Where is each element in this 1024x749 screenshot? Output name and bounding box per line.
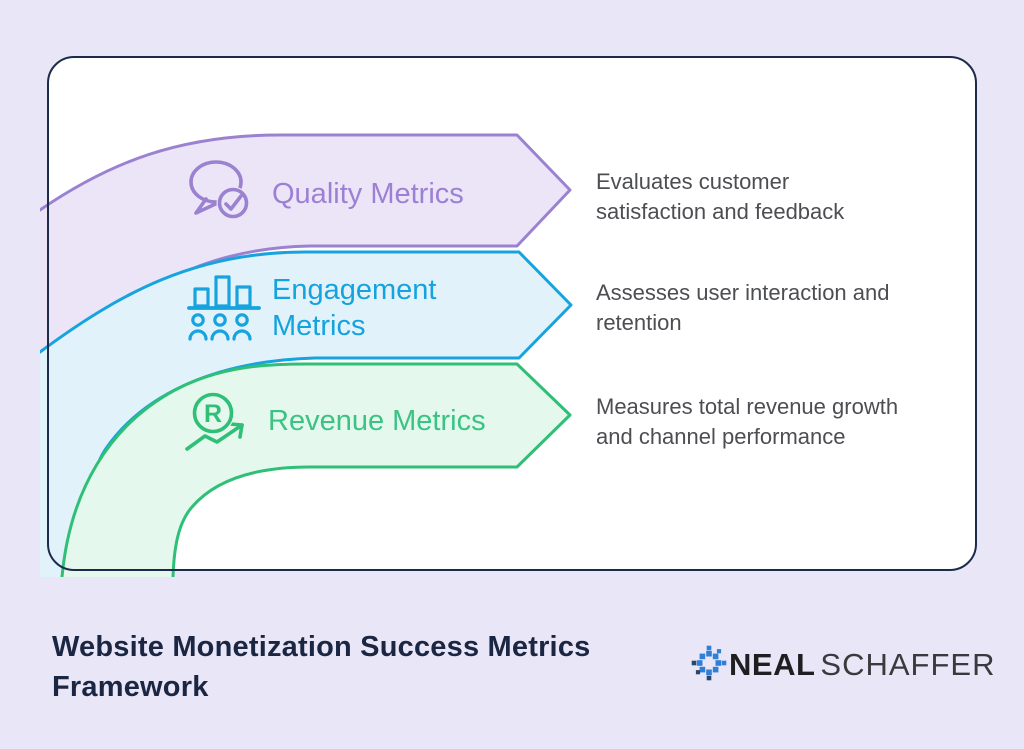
revenue-band-label: Revenue Metrics (268, 405, 486, 437)
quality-band-description: Evaluates customer satisfaction and feed… (596, 169, 845, 224)
logo-text-bold: NEAL (729, 647, 816, 682)
pixel-ring-icon (691, 645, 727, 681)
revenue-band (62, 364, 570, 577)
bar-chart-people-icon (187, 275, 261, 341)
card-border (47, 56, 977, 571)
revenue-icon-letter: R (204, 400, 222, 428)
revenue-band-description: Measures total revenue growth and channe… (596, 394, 899, 449)
engagement-band (40, 252, 571, 577)
engagement-band-label: Engagement Metrics (272, 274, 437, 342)
revenue-band-edge (60, 362, 572, 577)
quality-band-label: Quality Metrics (272, 178, 464, 210)
revenue-trend-icon: R (185, 391, 244, 451)
page-title: Website Monetization Success Metrics Fra… (52, 631, 591, 703)
chat-check-icon (189, 160, 250, 220)
logo-icon-spacer (693, 647, 727, 683)
engagement-band-description: Assesses user interaction and retention (596, 280, 890, 335)
logo-text-light: SCHAFFER (820, 647, 996, 682)
